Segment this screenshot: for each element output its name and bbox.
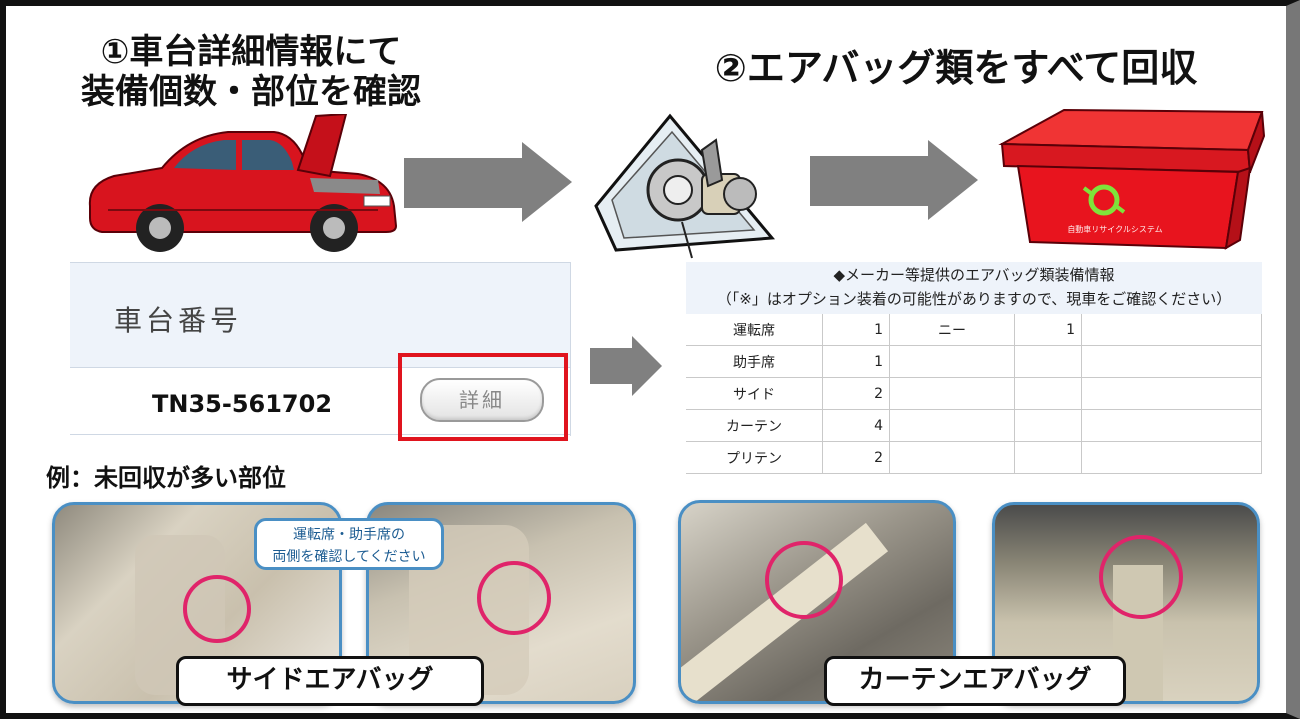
row-option-count: 1 [1014, 314, 1082, 346]
row-option-label: ニー [889, 314, 1015, 346]
row-option-label [889, 345, 1015, 378]
instruction-bubble: 運転席・助手席の 両側を確認してください [254, 518, 444, 570]
table-caption-line1: ◆メーカー等提供のエアバッグ類装備情報 [686, 262, 1262, 288]
detail-button[interactable]: 詳細 [420, 378, 544, 422]
bubble-line2: 両側を確認してください [272, 549, 426, 565]
arrow-step2-to-box [810, 140, 980, 220]
side-airbag-label: サイドエアバッグ [176, 656, 484, 706]
row-option-count [1014, 409, 1082, 442]
row-count: 2 [822, 377, 890, 410]
arrow-step1-to-2 [404, 142, 574, 222]
highlight-ring [1099, 535, 1183, 619]
bubble-line1: 運転席・助手席の [293, 527, 405, 543]
row-position: プリテン [686, 441, 823, 474]
airbag-module-illustration [594, 113, 776, 259]
airbag-equipment-table: ◆メーカー等提供のエアバッグ類装備情報 （「※」はオプション装着の可能性がありま… [686, 262, 1262, 478]
table-row: カーテン 4 [686, 409, 1262, 442]
table-row: 助手席 1 [686, 345, 1262, 378]
vehicle-number-header-label: 車台番号 [114, 304, 243, 337]
table-row: サイド 2 [686, 377, 1262, 410]
step2-title: ②エアバッグ類をすべて回収 [714, 46, 1198, 90]
step1-title: ①車台詳細情報にて 装備個数・部位を確認 [46, 32, 456, 112]
row-option-label [889, 377, 1015, 410]
recycle-box-logo-text: 自動車リサイクルシステム [1067, 225, 1163, 234]
detail-button-highlight [398, 353, 568, 441]
highlight-ring [765, 541, 843, 619]
row-count: 1 [822, 345, 890, 378]
row-count: 2 [822, 441, 890, 474]
row-option-count [1014, 345, 1082, 378]
step1-line1: ①車台詳細情報にて [100, 32, 402, 72]
row-position: 助手席 [686, 345, 823, 378]
table-row: 運転席 1 ニー 1 [686, 314, 1262, 346]
vehicle-number-value: TN35-561702 [152, 390, 333, 418]
highlight-ring [183, 575, 251, 643]
row-option-count [1014, 441, 1082, 474]
example-heading: 例：未回収が多い部位 [46, 464, 286, 492]
row-count: 4 [822, 409, 890, 442]
row-position: カーテン [686, 409, 823, 442]
car-illustration [88, 114, 398, 252]
row-option-count [1014, 377, 1082, 410]
row-option-label [889, 441, 1015, 474]
arrow-detail-to-table [590, 336, 670, 396]
row-position: サイド [686, 377, 823, 410]
photo-curtain-airbag-1 [678, 500, 956, 704]
airbag-table-grid: 運転席 1 ニー 1 助手席 1 サイド 2 カーテン [686, 314, 1262, 474]
table-caption-line2: （「※」はオプション装着の可能性がありますので、現車をご確認ください） [686, 288, 1262, 314]
step1-line2: 装備個数・部位を確認 [81, 72, 421, 113]
row-option-label [889, 409, 1015, 442]
curtain-airbag-label: カーテンエアバッグ [824, 656, 1126, 706]
row-position: 運転席 [686, 314, 823, 346]
row-count: 1 [822, 314, 890, 346]
recycle-box-illustration [998, 108, 1266, 250]
vehicle-number-panel: 車台番号 TN35-561702 詳細 [70, 262, 571, 436]
table-row: プリテン 2 [686, 441, 1262, 474]
highlight-ring [477, 561, 551, 635]
vehicle-number-header: 車台番号 [70, 262, 570, 368]
